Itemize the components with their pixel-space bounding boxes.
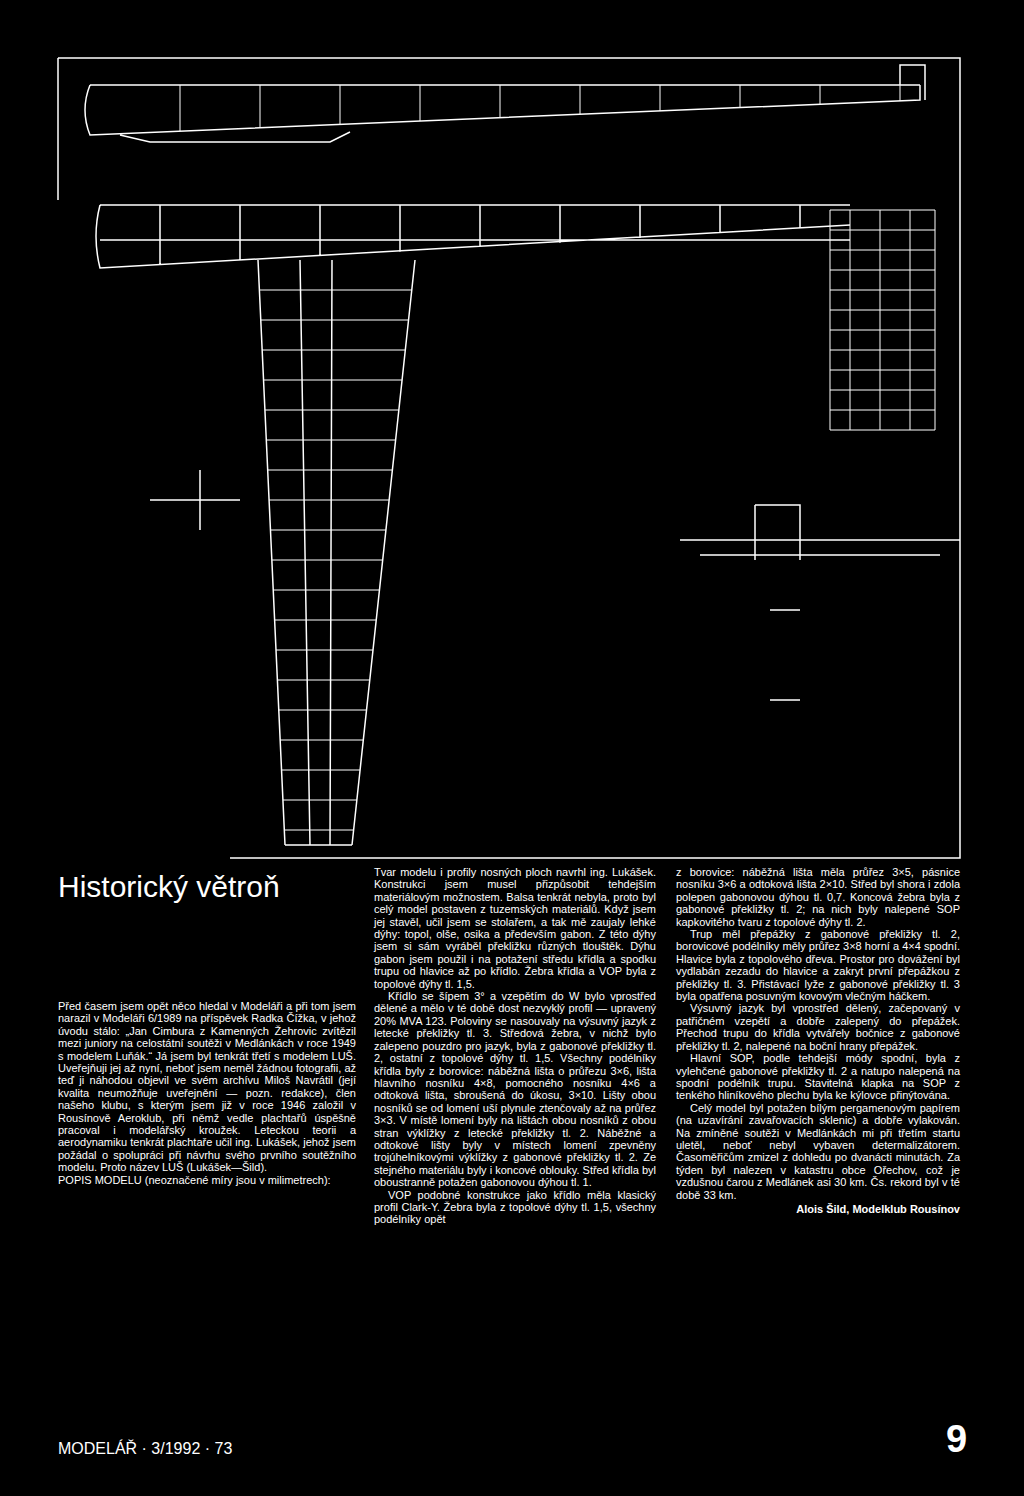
text-column: Tvar modelu i profily nosných ploch navr… [374,866,656,1226]
fuselage-bulkheads [180,85,900,131]
wing-outline [258,260,415,845]
front-view [150,470,960,700]
body-paragraph: Výsuvný jazyk byl vprostřed dělený, zače… [676,1002,960,1052]
body-paragraph: POPIS MODELU (neoznačené míry jsou v mil… [58,1174,356,1186]
author-signature: Alois Šild, Modelklub Rousínov [676,1203,960,1215]
body-paragraph: VOP podobné konstrukce jako křídlo měla … [374,1189,656,1226]
body-paragraph: Hlavní SOP, podle tehdejší módy spodní, … [676,1052,960,1102]
drawing-lines [58,58,960,858]
body-paragraph: Tvar modelu i profily nosných ploch navr… [374,866,656,990]
body-paragraph: Před časem jsem opět něco hledal v Model… [58,1000,356,1174]
tailplane-grid [830,210,935,430]
article-title: Historický větroň [58,870,280,904]
fuselage-side-view [85,65,925,142]
magazine-footer: MODELÁŘ · 3/1992 · 73 [58,1440,232,1458]
body-paragraph: Celý model byl potažen bílým pergamenový… [676,1102,960,1201]
text-column: Před časem jsem opět něco hledal v Model… [58,1000,356,1186]
body-paragraph: Křídlo se šípem 3° a vzepětím do W bylo … [374,990,656,1189]
frame [58,58,960,858]
wing-ribs [259,290,412,830]
fuselage-top-view [96,205,850,268]
body-paragraph: z borovice: náběžná lišta měla průřez 3×… [676,866,960,928]
text-column: z borovice: náběžná lišta měla průřez 3×… [676,866,960,1215]
body-paragraph: Trup měl přepážky z gabonové překližky t… [676,928,960,1002]
page-number: 9 [946,1418,967,1461]
